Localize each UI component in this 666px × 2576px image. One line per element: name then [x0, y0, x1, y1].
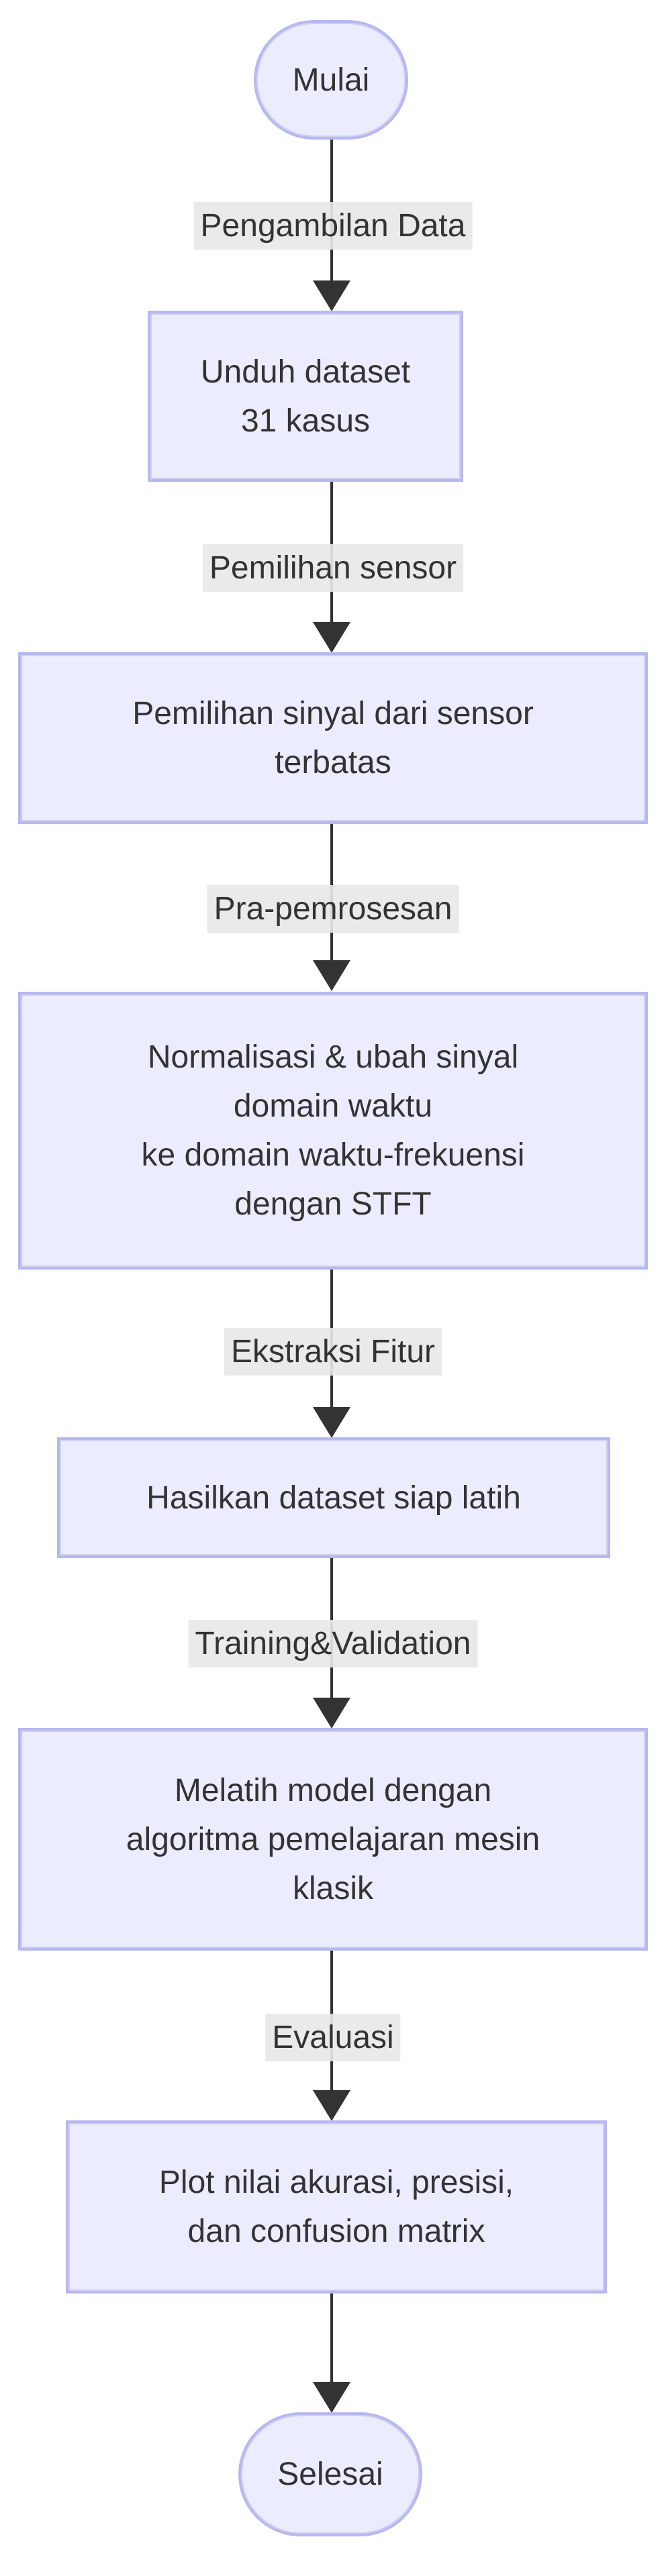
arrowhead-icon [313, 960, 350, 991]
edge-label-evaluasi: Evaluasi [265, 2014, 401, 2061]
arrowhead-icon [313, 1407, 350, 1438]
node-end: Selesai [238, 2412, 422, 2536]
node-start: Mulai [254, 20, 408, 140]
node-plot-evaluasi: Plot nilai akurasi, presisi, dan confusi… [66, 2120, 607, 2294]
node-text-line: 31 kasus [240, 403, 371, 439]
node-text-line: Selesai [277, 2457, 383, 2492]
arrowhead-icon [313, 280, 350, 311]
node-text-line: ke domain waktu-frekuensi [141, 1137, 525, 1173]
arrowhead-icon [313, 2090, 350, 2121]
node-text-line: klasik [292, 1870, 374, 1906]
node-text-line: Hasilkan dataset siap latih [146, 1480, 521, 1516]
arrowhead-icon [313, 2382, 350, 2413]
node-text-line: Unduh dataset [200, 354, 411, 390]
node-text-line: algoritma pemelajaran mesin [126, 1821, 540, 1857]
node-text-line: dan confusion matrix [187, 2214, 485, 2249]
node-text-line: domain waktu [233, 1088, 433, 1124]
node-unduh-dataset: Unduh dataset 31 kasus [148, 311, 463, 482]
edge-label-pra-pemrosesan: Pra-pemrosesan [207, 885, 459, 933]
node-melatih-model: Melatih model dengan algoritma pemelajar… [18, 1728, 648, 1951]
node-text-line: Normalisasi & ubah sinyal [147, 1039, 519, 1075]
node-text-line: Plot nilai akurasi, presisi, [158, 2165, 514, 2200]
node-pemilihan-sinyal: Pemilihan sinyal dari sensor terbatas [18, 652, 648, 824]
node-text-line: Melatih model dengan [174, 1772, 492, 1808]
node-text-line: Mulai [292, 62, 370, 98]
edge-label-training-validation: Training&Validation [188, 1620, 478, 1667]
arrowhead-icon [313, 1698, 350, 1729]
node-text-line: terbatas [275, 745, 391, 780]
edge-label-ekstraksi-fitur: Ekstraksi Fitur [224, 1328, 442, 1376]
edge-label-pemilihan-sensor: Pemilihan sensor [202, 544, 464, 592]
edge-line-7 [330, 2294, 333, 2382]
node-text-line: dengan STFT [234, 1186, 432, 1222]
node-hasilkan-dataset: Hasilkan dataset siap latih [57, 1437, 610, 1558]
node-text-line: Pemilihan sinyal dari sensor [132, 696, 534, 731]
edge-label-pengambilan-data: Pengambilan Data [193, 202, 473, 250]
node-normalisasi-stft: Normalisasi & ubah sinyal domain waktu k… [18, 992, 648, 1270]
arrowhead-icon [313, 622, 350, 653]
